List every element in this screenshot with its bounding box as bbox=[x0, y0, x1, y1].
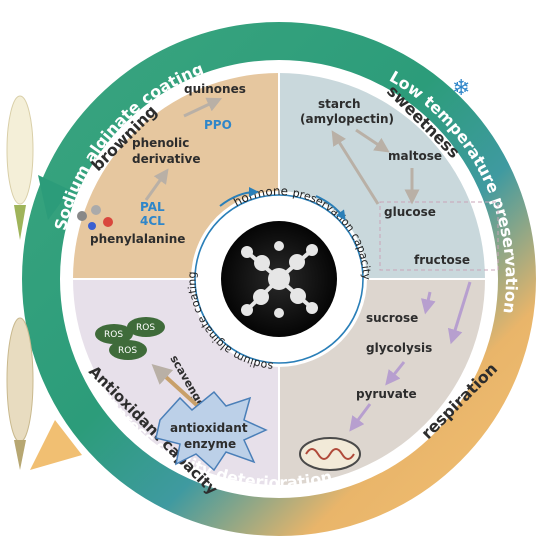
sweet-arrow-1 bbox=[355, 128, 390, 153]
browning-enzyme-ppo: PPO bbox=[204, 118, 232, 132]
sweet-item-fructose: fructose bbox=[414, 253, 470, 267]
snowflake-icon: ❄ bbox=[452, 76, 470, 101]
sweet-item-glucose: glucose bbox=[384, 205, 436, 219]
browning-item-derivative: derivative bbox=[132, 152, 201, 166]
browning-enzyme-4cl: 4CL bbox=[140, 214, 165, 228]
ros-label-2: ROS bbox=[136, 323, 155, 333]
scavenge-arrow bbox=[151, 363, 202, 410]
resp-item-pyruvate: pyruvate bbox=[356, 387, 417, 401]
outer-ring bbox=[22, 22, 536, 536]
ring-arrow-green bbox=[38, 175, 70, 220]
resp-item-glycolysis: glycolysis bbox=[366, 341, 432, 355]
ring-arrow-orange bbox=[30, 420, 82, 470]
phenylalanine-molecule-icon bbox=[77, 205, 113, 230]
ros-label-3: ROS bbox=[118, 346, 137, 356]
resp-arrow-4 bbox=[349, 403, 372, 432]
ros-bubble-3 bbox=[109, 340, 147, 360]
resp-arrow-3 bbox=[385, 361, 406, 386]
fresh-corn-icon bbox=[6, 95, 34, 240]
ros-label-1: ROS bbox=[104, 330, 123, 340]
inner-arrow-left bbox=[219, 187, 259, 207]
browning-enzyme-pal: PAL bbox=[140, 200, 165, 214]
resp-arrow-1 bbox=[420, 291, 436, 315]
molecule-bonds bbox=[245, 248, 314, 312]
antiox-enzyme-line1: antioxidant bbox=[170, 421, 248, 435]
glucose-fructose-box bbox=[379, 201, 499, 271]
resp-arrow-2 bbox=[447, 281, 472, 345]
sweet-item-maltose: maltose bbox=[388, 149, 442, 163]
sweet-arrow-3 bbox=[331, 130, 380, 205]
ros-bubble-2 bbox=[127, 317, 165, 337]
browning-item-quinones: quinones bbox=[184, 82, 246, 96]
browning-item-phenolic: phenolic bbox=[132, 136, 189, 150]
aged-corn-icon bbox=[6, 317, 34, 470]
mitochondrion-cristae bbox=[305, 448, 355, 460]
enzyme-burst-icon bbox=[155, 390, 268, 472]
sweet-item-starch: starch bbox=[318, 97, 361, 111]
resp-item-sucrose: sucrose bbox=[366, 311, 418, 325]
center-ring-outline bbox=[194, 194, 364, 364]
ros-bubble-1 bbox=[95, 324, 133, 344]
antiox-enzyme-line2: enzyme bbox=[184, 437, 236, 451]
browning-item-phenylalanine: phenylalanine bbox=[90, 232, 185, 246]
browning-arrow-2 bbox=[144, 168, 169, 201]
browning-arrow-1 bbox=[183, 97, 223, 118]
inner-arrow-right bbox=[315, 195, 346, 221]
sweet-item-amylopectin: (amylopectin) bbox=[300, 112, 394, 126]
